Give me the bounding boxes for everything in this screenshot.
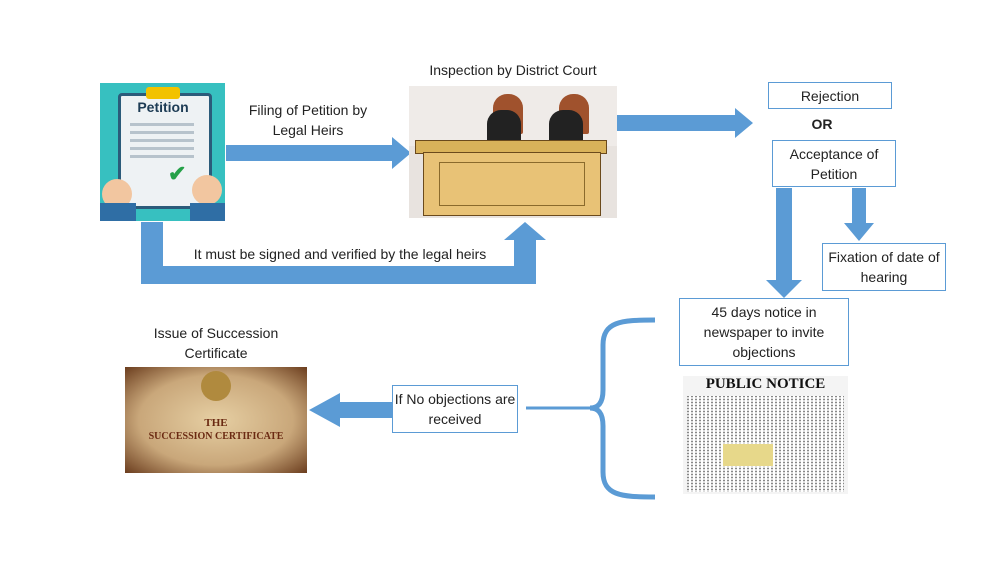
check-icon: ✔ xyxy=(168,161,187,186)
arrow-signed-return xyxy=(141,222,546,284)
sleeve-left xyxy=(100,203,136,221)
clipboard-clip xyxy=(146,87,180,99)
or-label: OR xyxy=(811,116,833,132)
arrow-petition-to-court xyxy=(226,137,411,169)
bench-panel xyxy=(439,162,585,206)
public-notice-title: PUBLIC NOTICE xyxy=(705,376,826,392)
hand-right xyxy=(192,175,222,205)
arrow-to-certificate xyxy=(309,393,393,427)
certificate-seal xyxy=(201,371,231,401)
no-objection-box: If No objections are received xyxy=(392,385,518,433)
rejection-box: Rejection xyxy=(768,82,892,109)
public-notice-image: PUBLIC NOTICE xyxy=(683,376,848,494)
sleeve-right xyxy=(190,203,225,221)
arrow-acceptance-to-fixation xyxy=(844,188,874,241)
acceptance-box: Acceptance of Petition xyxy=(772,140,896,187)
petition-lines xyxy=(130,123,194,163)
arrow-acceptance-to-notice xyxy=(766,188,802,298)
notice-box: 45 days notice in newspaper to invite ob… xyxy=(679,298,849,366)
judge-left xyxy=(487,110,521,144)
court-image xyxy=(409,86,617,218)
certificate-line2: SUCCESSION CERTIFICATE xyxy=(148,431,284,442)
filing-label: Filing of Petition by Legal Heirs xyxy=(248,102,368,138)
petition-image: Petition ✔ xyxy=(100,83,225,221)
certificate-line1: THE xyxy=(204,417,228,429)
curly-brace xyxy=(589,317,656,500)
certificate-image: THE SUCCESSION CERTIFICATE xyxy=(125,367,307,473)
petition-title: Petition xyxy=(137,99,189,115)
signed-label: It must be signed and verified by the le… xyxy=(193,246,487,262)
arrow-court-to-decision xyxy=(617,108,753,138)
inspection-label: Inspection by District Court xyxy=(429,62,597,78)
judge-right xyxy=(549,110,583,144)
issue-label: Issue of Succession Certificate xyxy=(153,325,279,361)
newspaper-highlight xyxy=(723,444,773,466)
fixation-box: Fixation of date of hearing xyxy=(822,243,946,291)
